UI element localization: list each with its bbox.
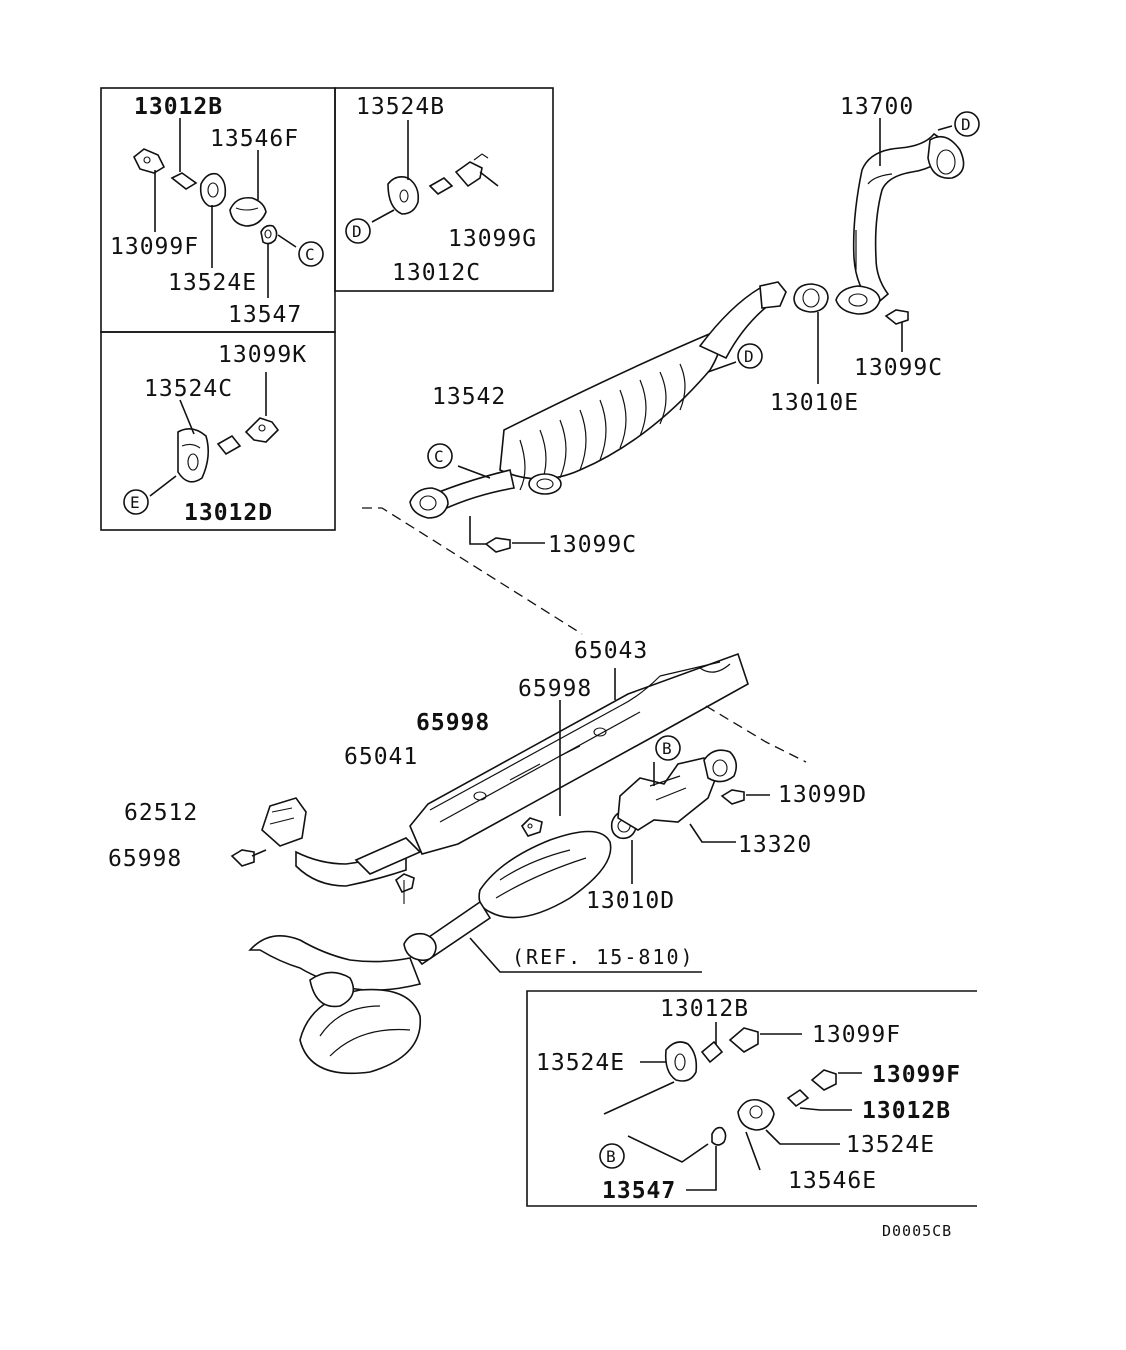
label-62512: 62512: [124, 800, 198, 826]
label-65998-b: 65998: [416, 710, 490, 736]
inset-box-hanger-13012c: [334, 87, 554, 292]
hanger-bolt-13099f-b: [728, 1027, 759, 1053]
label-13524e-a: 13524E: [168, 270, 257, 296]
callout-e-1-letter: E: [130, 493, 140, 512]
callout-e-1: [123, 489, 149, 515]
label-13012b-b: 13012B: [660, 996, 749, 1022]
hanger-bolt-13099k: [244, 417, 280, 443]
flexible-pipe-13320: [617, 749, 738, 831]
label-13542: 13542: [432, 384, 506, 410]
label-13546e: 13546E: [788, 1168, 877, 1194]
label-13012b-c: 13012B: [862, 1098, 951, 1124]
callout-c-1-letter: C: [305, 245, 315, 264]
label-13012d: 13012D: [184, 500, 273, 526]
label-13099c-left: 13099C: [548, 532, 637, 558]
ring-13547-b: [711, 1126, 727, 1146]
callout-c-1: [298, 241, 324, 267]
rubber-hanger-13524e-b: [664, 1041, 698, 1082]
callout-c-2: [427, 443, 453, 469]
label-13010e: 13010E: [770, 390, 859, 416]
callout-b-1: [655, 735, 681, 761]
callout-d-2-letter: D: [961, 115, 971, 134]
callout-b-2: [599, 1143, 625, 1169]
bushing-13012c: [428, 177, 454, 195]
hanger-bolt-13099g: [454, 153, 489, 188]
inset-box-hanger-front: [526, 990, 977, 1207]
label-13099f-a: 13099F: [110, 234, 199, 260]
tail-pipe-13700: [835, 132, 965, 315]
bolt-65998-a: [520, 817, 543, 837]
bracket-13546e: [737, 1098, 775, 1131]
hanger-bolt-13099f-a: [132, 148, 166, 174]
dashed-connector-upper: [362, 507, 583, 635]
bushing-13012b-b: [700, 1040, 724, 1064]
ring-13547-a: [260, 224, 278, 245]
label-13099f-c: 13099F: [872, 1062, 961, 1088]
label-13099c-right: 13099C: [854, 355, 943, 381]
gasket-13010e: [793, 283, 829, 313]
callout-d-3-letter: D: [744, 347, 754, 366]
bolt-13099c-left: [484, 537, 511, 553]
label-13012c: 13012C: [392, 260, 481, 286]
label-65043: 65043: [574, 638, 648, 664]
label-13099f-b: 13099F: [812, 1022, 901, 1048]
hanger-bolt-13099f-c: [810, 1069, 837, 1091]
callout-d-1: [345, 218, 371, 244]
label-65998-c: 65998: [108, 846, 182, 872]
bracket-13546f: [229, 196, 267, 227]
label-65041: 65041: [344, 744, 418, 770]
label-13524e-c: 13524E: [846, 1132, 935, 1158]
rubber-hanger-13524c: [177, 428, 210, 483]
label-13010d: 13010D: [586, 888, 675, 914]
label-13524c: 13524C: [144, 376, 233, 402]
label-13547-a: 13547: [228, 302, 302, 328]
dashed-connector-lower: [705, 705, 807, 763]
bushing-13012d: [216, 434, 242, 456]
label-13099k: 13099K: [218, 342, 307, 368]
label-13099g: 13099G: [448, 226, 537, 252]
callout-b-1-letter: B: [662, 739, 672, 758]
callout-d-3: [737, 343, 763, 369]
callout-d-1-letter: D: [352, 222, 362, 241]
label-13546f: 13546F: [210, 126, 299, 152]
label-13524b: 13524B: [356, 94, 445, 120]
label-reference: (REF. 15-810): [512, 945, 695, 969]
bracket-62512: [261, 797, 422, 887]
bolt-65998-b: [394, 873, 415, 904]
label-13700: 13700: [840, 94, 914, 120]
diagram-code: D0005CB: [882, 1222, 952, 1240]
inset-box-hanger-13012d: [100, 331, 336, 531]
bushing-13012b-c: [786, 1088, 810, 1108]
bushing-13012b-a: [170, 172, 198, 190]
label-13524e-b: 13524E: [536, 1050, 625, 1076]
callout-d-2: [954, 111, 980, 137]
callout-b-2-letter: B: [606, 1147, 616, 1166]
front-exhaust-pipe-catalyst: [248, 830, 612, 1075]
label-13099d: 13099D: [778, 782, 867, 808]
callout-c-2-letter: C: [434, 447, 444, 466]
heat-shield-65043: [409, 652, 749, 855]
bolt-13099c-right: [884, 309, 909, 325]
bolt-13099d: [720, 789, 745, 805]
rubber-hanger-13524e-a: [199, 172, 227, 208]
label-65998-a: 65998: [518, 676, 592, 702]
rubber-hanger-13524b: [387, 176, 420, 215]
bolt-65998-c: [230, 849, 255, 867]
main-muffler-13542: [409, 281, 787, 519]
label-13320: 13320: [738, 832, 812, 858]
label-13547-b: 13547: [602, 1178, 676, 1204]
label-13012b-a: 13012B: [134, 94, 223, 120]
